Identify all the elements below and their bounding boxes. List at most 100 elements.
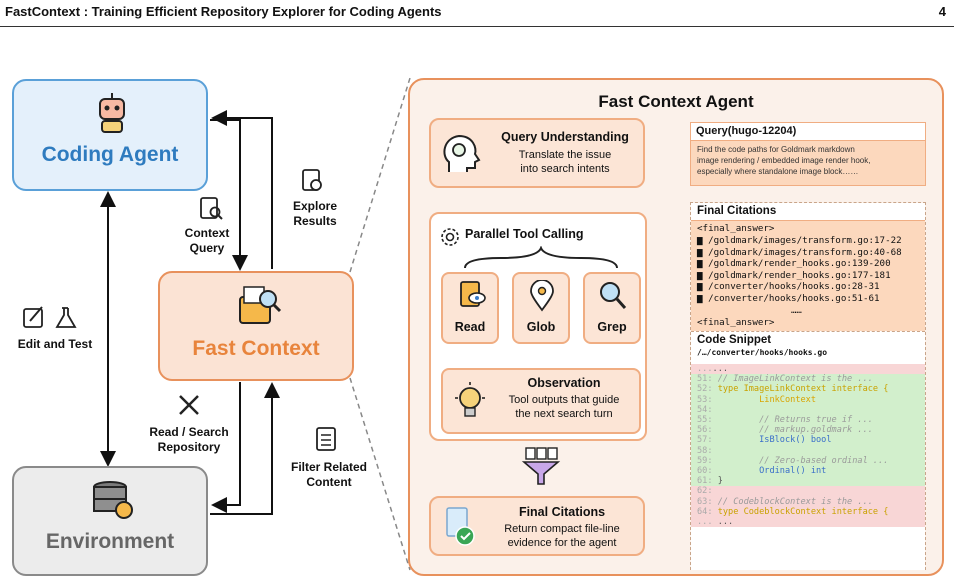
code-line-text: IsBlock() bool	[712, 435, 832, 446]
context-query-label-2: Query	[189, 241, 225, 255]
code-line: 57: IsBlock() bool	[691, 435, 925, 446]
code-line-number: 53:	[697, 394, 713, 405]
magnifier-icon	[600, 282, 627, 309]
page-number: 4	[938, 4, 946, 19]
code-line: 61: }	[691, 476, 925, 487]
agent-panel-title: Fast Context Agent	[598, 92, 754, 111]
citation-file: /goldmark/images/transform.go:17-22	[708, 235, 902, 246]
citation-file: /goldmark/images/transform.go:40-68	[708, 246, 902, 258]
code-line-number: 61:	[697, 476, 713, 487]
code-line: 59: // Zero-based ordinal ...	[691, 455, 925, 467]
doc-check-icon	[446, 507, 475, 546]
code-line: 58:	[691, 445, 925, 456]
code-line-text: // CodeblockContext is the ...	[712, 496, 873, 507]
final-citations-desc-1: Return compact file-line	[504, 523, 620, 535]
code-line: ......	[691, 364, 925, 375]
page-title: FastContext : Training Efficient Reposit…	[5, 4, 442, 19]
query-text-1: Find the code paths for Goldmark markdow…	[697, 145, 855, 154]
query-understanding-desc-2: into search intents	[520, 163, 610, 175]
read-search-label-2: Repository	[157, 440, 221, 454]
code-line: 64: type CodeblockContext interface {	[691, 506, 925, 518]
observation-desc-2: the next search turn	[515, 408, 613, 420]
code-line-text: // Zero-based ordinal ...	[712, 455, 889, 466]
observation-desc-1: Tool outputs that guide	[508, 394, 620, 406]
query-text-3: especially where standalone image block……	[697, 167, 859, 176]
folder-icon: ▆	[697, 258, 709, 270]
query-understanding-desc-1: Translate the issue	[518, 149, 612, 161]
tools-icon	[179, 395, 199, 415]
code-line-text: LinkContext	[712, 394, 817, 405]
tool-glob-label: Glob	[526, 320, 556, 334]
code-line: 51: // ImageLinkContext is the ...	[691, 374, 925, 385]
environment-label: Environment	[45, 530, 175, 553]
read-search-label-1: Read / Search	[149, 425, 229, 439]
code-line-text: // ImageLinkContext is the ...	[712, 374, 873, 385]
tool-read-card: Read	[441, 272, 499, 344]
folder-icon: ▆	[697, 269, 709, 281]
checklist-icon	[316, 427, 336, 451]
code-line-text: // markup.goldmark ...	[712, 425, 873, 436]
code-snippet-path: /…/converter/hooks/hooks.go	[697, 348, 828, 357]
head-bulb-icon	[443, 134, 481, 172]
page-header	[0, 0, 954, 27]
folder-icon: ▆	[697, 292, 709, 304]
citations-ellipsis: ……	[791, 306, 802, 316]
fast-context-label: Fast Context	[192, 337, 320, 360]
parallel-tool-calling-box: Parallel Tool Calling Read Glob Grep Obs…	[429, 212, 647, 441]
citation-file: /converter/hooks/hooks.go:51-61	[708, 292, 880, 304]
filter-related-arrow	[210, 382, 280, 515]
zoom-line-bottom	[349, 377, 411, 571]
robot-icon	[99, 93, 125, 133]
environment-box: Environment	[12, 466, 208, 576]
folder-icon: ▆	[697, 235, 709, 246]
code-line-number: 56:	[697, 425, 713, 436]
location-pin-icon	[530, 280, 554, 312]
filter-related-label-2: Content	[306, 475, 352, 489]
query-understanding-box: Query Understanding Translate the issue …	[429, 118, 645, 188]
code-line: 55: // Returns true if ...	[691, 415, 925, 426]
code-line-text: type ImageLinkContext interface {	[712, 384, 889, 395]
context-query-label-1: Context	[184, 226, 230, 240]
code-line-text: }	[712, 476, 723, 487]
tool-grep-label: Grep	[597, 320, 627, 334]
gear-cycle-icon	[441, 228, 459, 246]
folder-search-icon	[239, 286, 282, 324]
citation-file: /goldmark/render_hooks.go:139-200	[708, 258, 891, 270]
citations-file-list: ▆ /goldmark/images/transform.go:17-22 ▆ …	[697, 235, 902, 305]
code-line: 60: Ordinal() int	[691, 466, 925, 477]
code-line-number: 52:	[697, 384, 713, 395]
brace	[464, 246, 618, 269]
tool-read-label: Read	[454, 320, 486, 334]
code-line-number: 58:	[697, 445, 713, 456]
code-line-number: 64:	[697, 506, 713, 517]
parallel-tool-calling-title: Parallel Tool Calling	[465, 227, 584, 241]
tool-glob-card: Glob	[512, 272, 570, 344]
coding-agent-box: Coding Agent	[12, 79, 208, 191]
citations-title: Final Citations	[697, 205, 777, 217]
funnel-icon	[521, 447, 561, 485]
final-citations-title: Final Citations	[518, 505, 606, 519]
edit-test-label: Edit and Test	[17, 337, 93, 351]
query-understanding-title: Query Understanding	[501, 130, 629, 144]
code-line-text: Ordinal() int	[712, 466, 827, 477]
final-citations-desc-2: evidence for the agent	[507, 537, 617, 549]
code-line-number: 62:	[697, 486, 713, 497]
edit-test-icons	[23, 306, 77, 328]
code-line-number: 51:	[697, 374, 713, 385]
code-line-number: 55:	[697, 415, 713, 426]
code-line: 62:	[691, 486, 925, 497]
code-line-number: 57:	[697, 435, 713, 446]
query-title: Query(hugo-12204)	[696, 125, 797, 137]
observation-box: Observation Tool outputs that guide the …	[441, 368, 641, 434]
tool-grep-card: Grep	[583, 272, 641, 344]
code-line-text: ...	[712, 517, 734, 528]
explore-results-arrow	[211, 110, 273, 269]
output-panel: Final Citations <final_answer> ▆ /goldma…	[690, 202, 926, 570]
observation-title: Observation	[527, 376, 601, 390]
code-lines: ......51: // ImageLinkContext is the ...…	[691, 364, 925, 528]
query-box: Query(hugo-12204) Find the code paths fo…	[690, 122, 926, 186]
explore-results-label-2: Results	[293, 214, 337, 228]
filter-related-label-1: Filter Related	[290, 460, 368, 474]
book-eye-icon	[460, 281, 486, 307]
read-search-arrow	[211, 382, 241, 513]
